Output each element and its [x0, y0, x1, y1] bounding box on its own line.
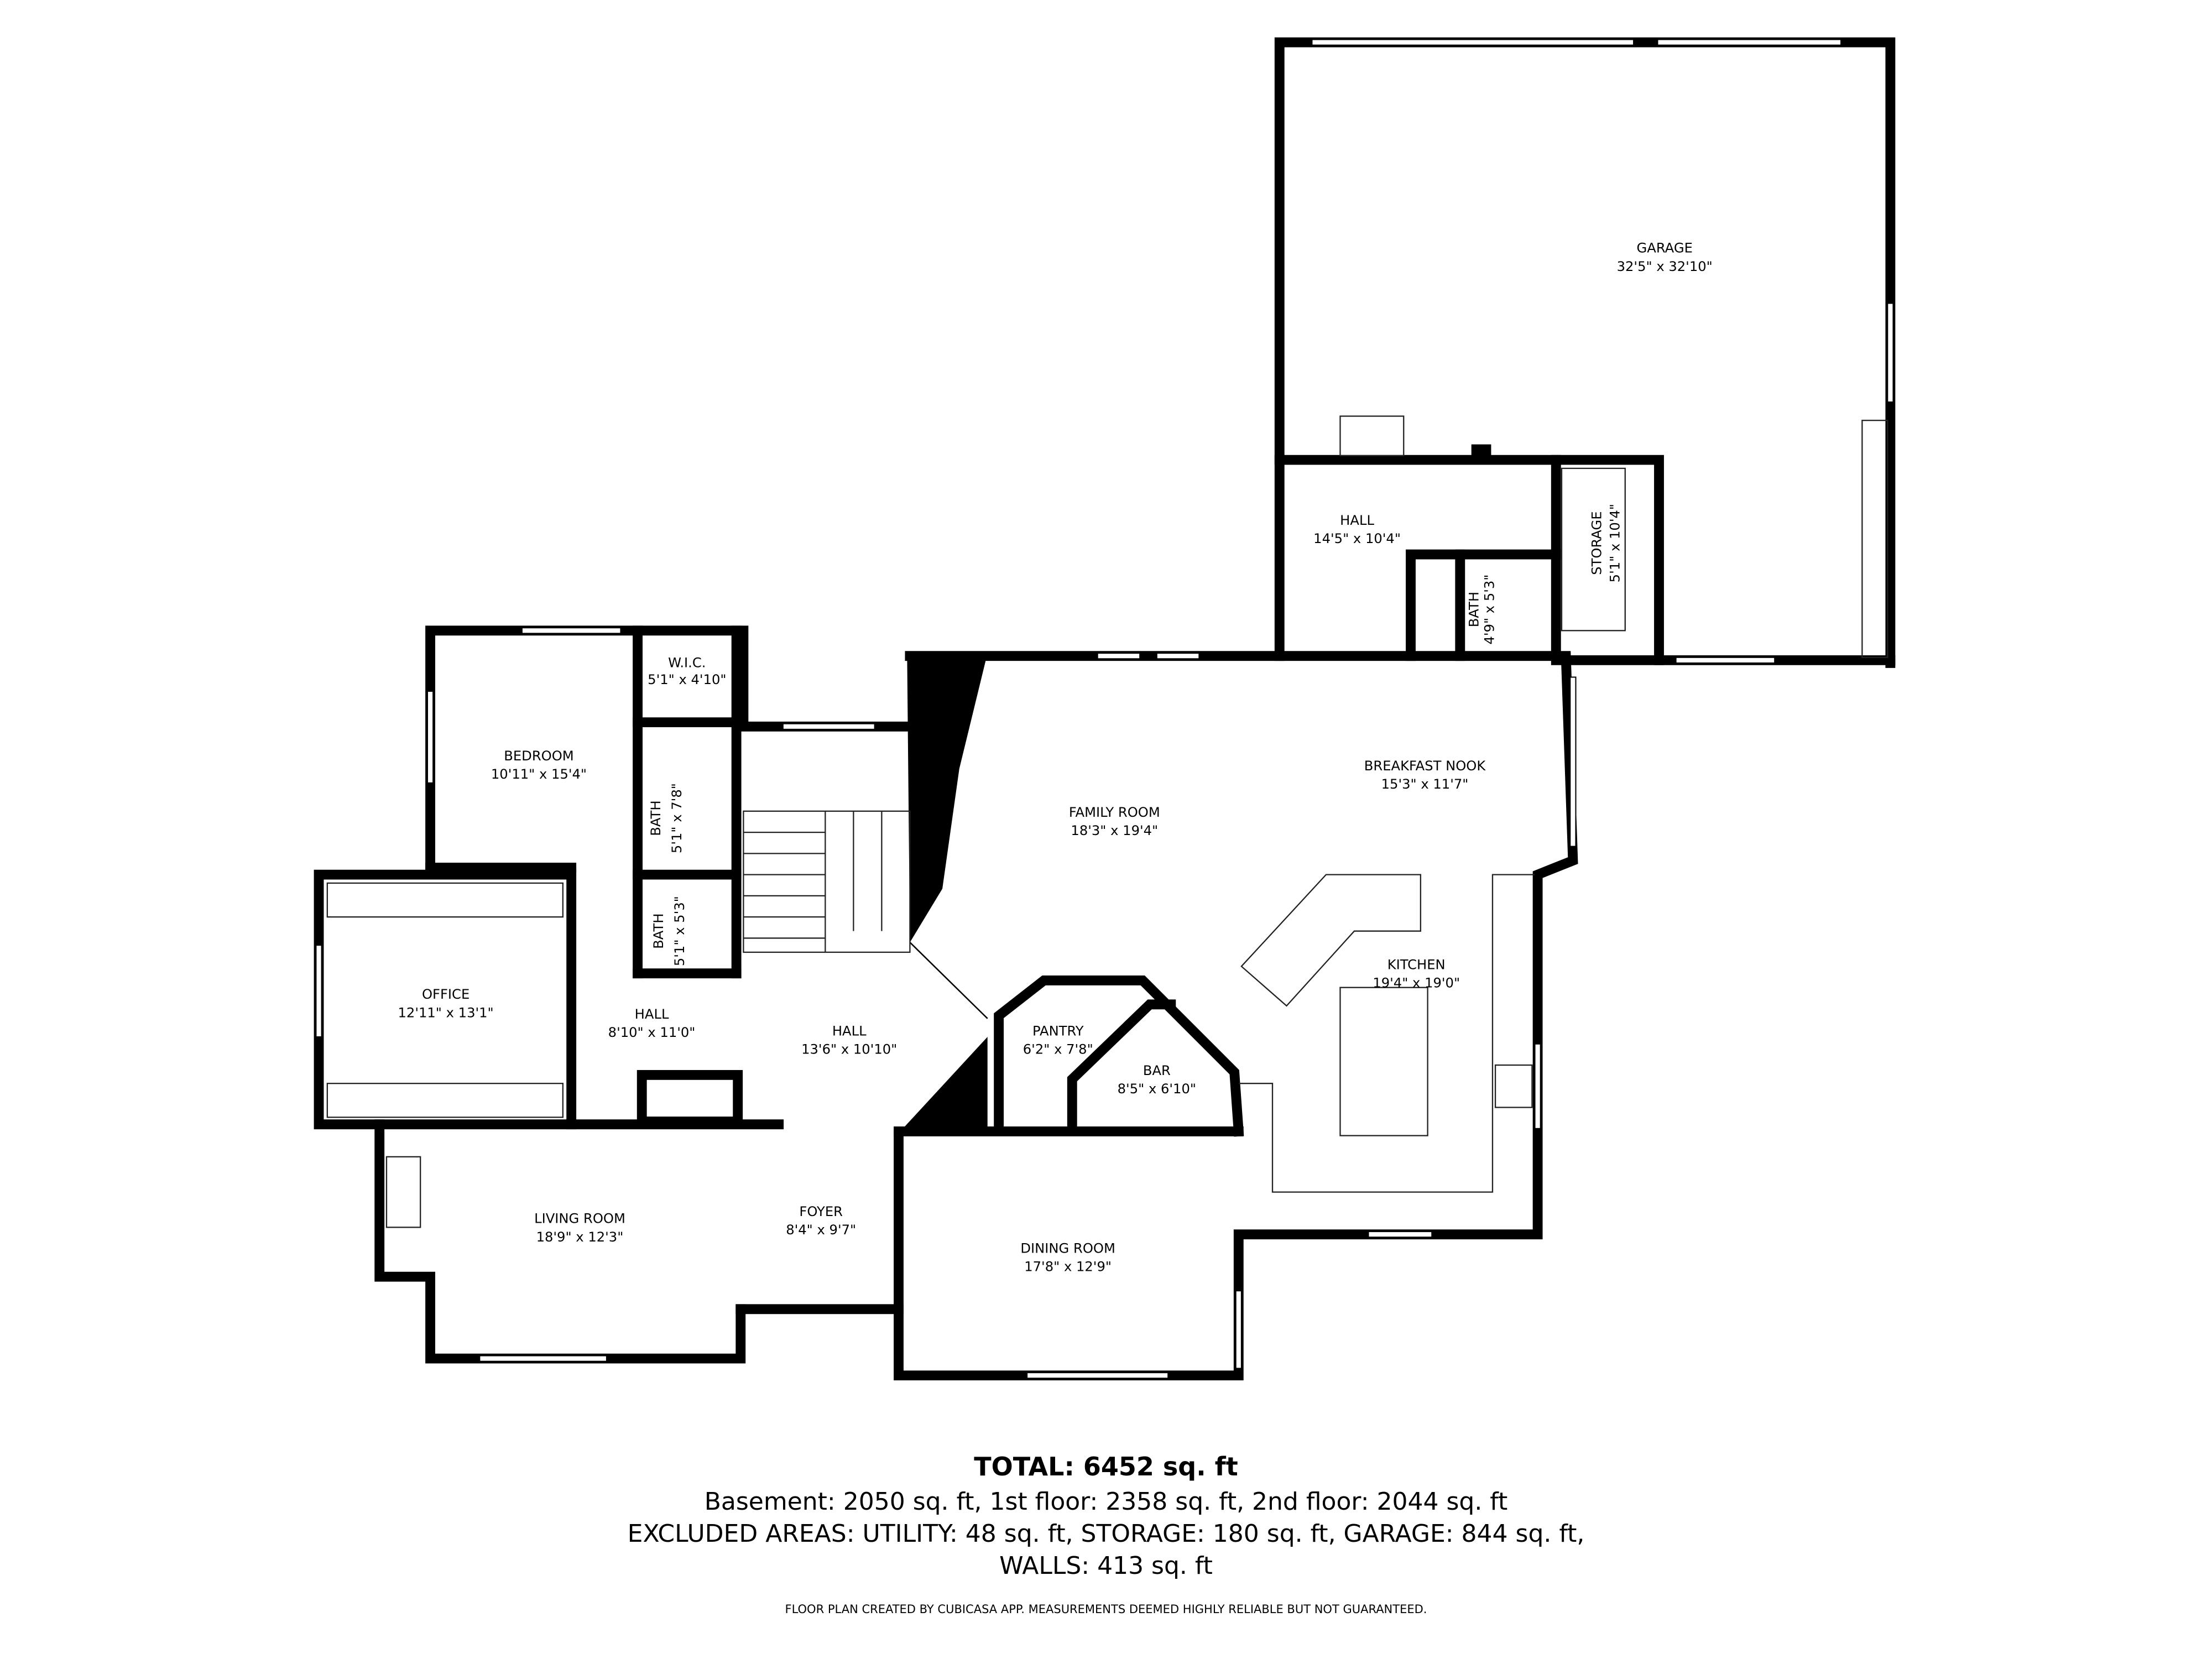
room-storage-size: 5'1" x 10'4" — [1608, 504, 1623, 582]
room-bath-lower-name: BATH — [651, 914, 666, 949]
room-hall-center-name: HALL — [832, 1023, 867, 1039]
room-bath-garage-name: BATH — [1466, 592, 1481, 627]
room-office-name: OFFICE — [422, 987, 469, 1002]
room-bath-garage-size: 4'9" x 5'3" — [1482, 575, 1498, 645]
room-storage-name: STORAGE — [1589, 511, 1604, 575]
room-hall-center-size: 13'6" x 10'10" — [801, 1042, 897, 1057]
room-bath-lower-size: 5'1" x 5'3" — [672, 896, 687, 966]
disclaimer: FLOOR PLAN CREATED BY CUBICASA APP. MEAS… — [785, 1603, 1427, 1616]
room-family-room-name: FAMILY ROOM — [1069, 805, 1160, 820]
main-walls — [894, 651, 1578, 1381]
room-pantry-name: PANTRY — [1032, 1023, 1084, 1039]
room-office-size: 12'11" x 13'1" — [398, 1005, 494, 1020]
room-garage-size: 32'5" x 32'10" — [1617, 259, 1713, 274]
room-kitchen-name: KITCHEN — [1387, 957, 1446, 973]
room-bedroom-name: BEDROOM — [504, 748, 573, 764]
room-bedroom-size: 10'11" x 15'4" — [491, 766, 587, 782]
room-bar-name: BAR — [1143, 1063, 1171, 1078]
room-foyer-name: FOYER — [799, 1204, 843, 1219]
stairs — [743, 811, 883, 952]
room-hall-left-size: 8'10" x 11'0" — [608, 1025, 696, 1040]
room-hall-garage-name: HALL — [1340, 513, 1374, 528]
room-dining-room-size: 17'8" x 12'9" — [1024, 1259, 1112, 1274]
room-kitchen-size: 19'4" x 19'0" — [1373, 975, 1460, 991]
room-foyer-size: 8'4" x 9'7" — [786, 1222, 856, 1238]
garage-walls — [1274, 37, 1896, 668]
room-hall-garage-size: 14'5" x 10'4" — [1313, 531, 1401, 546]
room-bath-upper-name: BATH — [648, 800, 664, 836]
total-area: TOTAL: 6452 sq. ft — [974, 1452, 1238, 1481]
left-wing-walls — [314, 625, 915, 1364]
room-wic-size: 5'1" x 4'10" — [648, 672, 726, 687]
room-garage-name: GARAGE — [1637, 241, 1693, 256]
room-dining-room-name: DINING ROOM — [1020, 1240, 1115, 1256]
room-breakfast-nook-size: 15'3" x 11'7" — [1381, 776, 1469, 792]
floor-areas: Basement: 2050 sq. ft, 1st floor: 2358 s… — [704, 1488, 1508, 1516]
room-bar-size: 8'5" x 6'10" — [1118, 1081, 1196, 1097]
room-breakfast-nook-name: BREAKFAST NOOK — [1364, 758, 1486, 774]
room-hall-left-name: HALL — [635, 1006, 669, 1022]
room-bath-upper-size: 5'1" x 7'8" — [669, 783, 685, 853]
room-living-room-size: 18'9" x 12'3" — [536, 1229, 624, 1245]
excluded-areas: EXCLUDED AREAS: UTILITY: 48 sq. ft, STOR… — [627, 1520, 1585, 1548]
room-family-room-size: 18'3" x 19'4" — [1071, 823, 1158, 838]
room-pantry-size: 6'2" x 7'8" — [1023, 1042, 1093, 1057]
room-wic-name: W.I.C. — [668, 655, 706, 671]
room-living-room-name: LIVING ROOM — [534, 1211, 625, 1227]
walls-area: WALLS: 413 sq. ft — [999, 1552, 1213, 1580]
